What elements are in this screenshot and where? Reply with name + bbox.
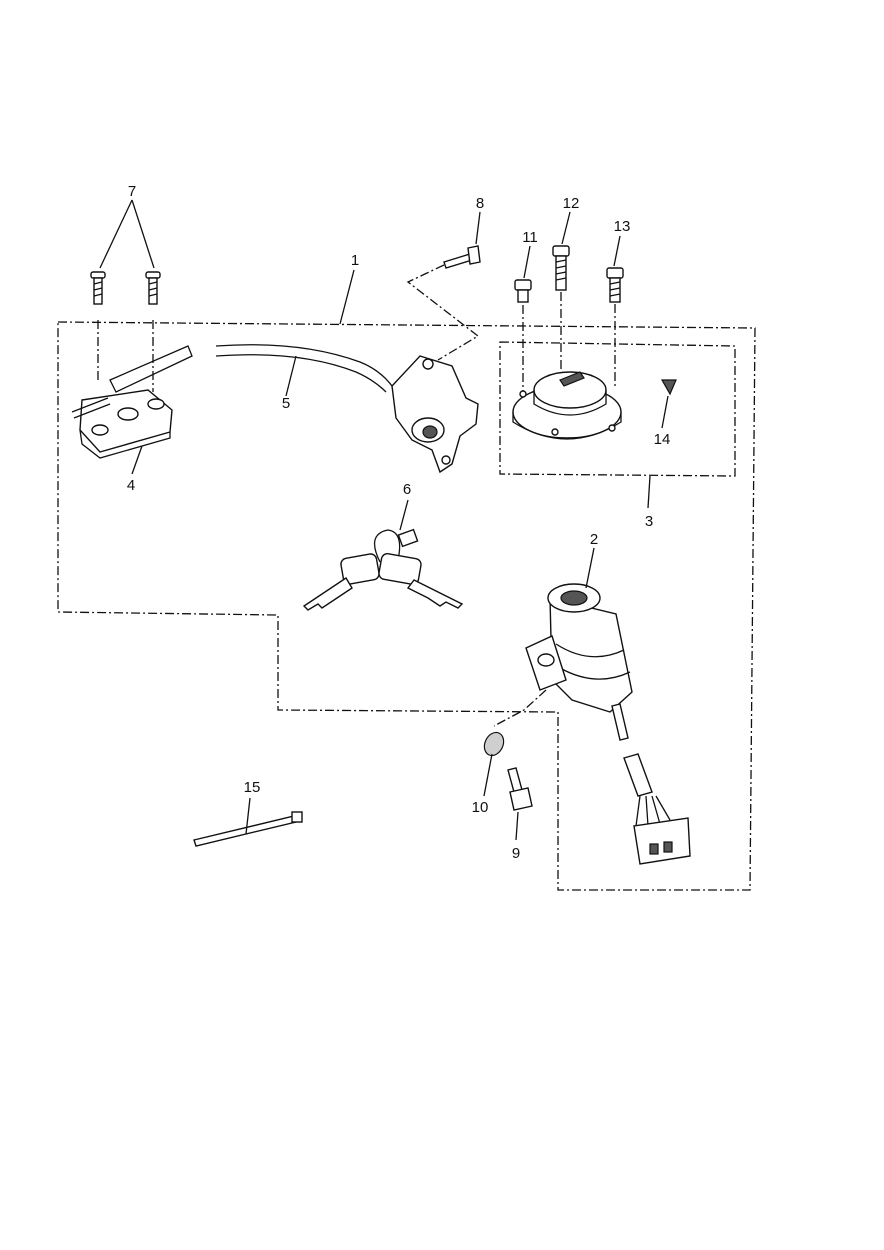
leader-6 xyxy=(399,499,409,531)
callout-4: 4 xyxy=(127,477,135,494)
leader-14 xyxy=(661,395,669,429)
grommet-14 xyxy=(660,379,677,396)
callout-7: 7 xyxy=(128,183,136,200)
leader-5 xyxy=(285,355,297,397)
leader-9 xyxy=(515,811,519,841)
leader-15 xyxy=(245,797,251,835)
fuel-cap-3 xyxy=(512,371,622,440)
callout-11: 11 xyxy=(522,229,538,246)
kit-outline-1 xyxy=(57,321,756,891)
leader-2 xyxy=(585,547,595,589)
leader-10 xyxy=(483,753,493,797)
cable-5b xyxy=(215,354,387,393)
keys-6 xyxy=(302,528,464,611)
screw-7b xyxy=(145,271,161,305)
callout-10: 10 xyxy=(472,799,489,816)
leader-1 xyxy=(339,269,355,325)
callout-15: 15 xyxy=(244,779,261,796)
lock-body xyxy=(391,355,479,474)
washer-10 xyxy=(483,731,505,757)
callout-2: 2 xyxy=(590,531,598,548)
switch-4 xyxy=(71,345,193,459)
leader-13 xyxy=(613,235,621,267)
leader-11 xyxy=(523,245,531,279)
leader-4 xyxy=(131,445,143,475)
callout-3: 3 xyxy=(645,513,653,530)
callout-9: 9 xyxy=(512,845,520,862)
bolt-9 xyxy=(507,767,533,811)
callout-5: 5 xyxy=(282,395,290,412)
dash-8 xyxy=(406,264,480,361)
cable-tie-15 xyxy=(193,811,303,847)
cable-5 xyxy=(215,344,393,387)
callout-6: 6 xyxy=(403,481,411,498)
screw-12 xyxy=(552,245,570,291)
leader-8 xyxy=(475,211,481,245)
screw-7a xyxy=(90,271,106,305)
callout-14: 14 xyxy=(654,431,671,448)
leader-12 xyxy=(561,211,571,245)
callout-8: 8 xyxy=(476,195,484,212)
callout-1: 1 xyxy=(351,252,359,269)
ignition-switch-2 xyxy=(493,583,633,741)
leader-7 xyxy=(99,199,155,269)
callout-12: 12 xyxy=(563,195,580,212)
leader-3 xyxy=(647,475,651,509)
callout-13: 13 xyxy=(614,218,631,235)
connector xyxy=(623,753,691,865)
screw-11 xyxy=(514,279,532,303)
kit-outline-3 xyxy=(499,341,736,477)
screw-13 xyxy=(606,267,624,303)
screw-8 xyxy=(443,245,481,269)
